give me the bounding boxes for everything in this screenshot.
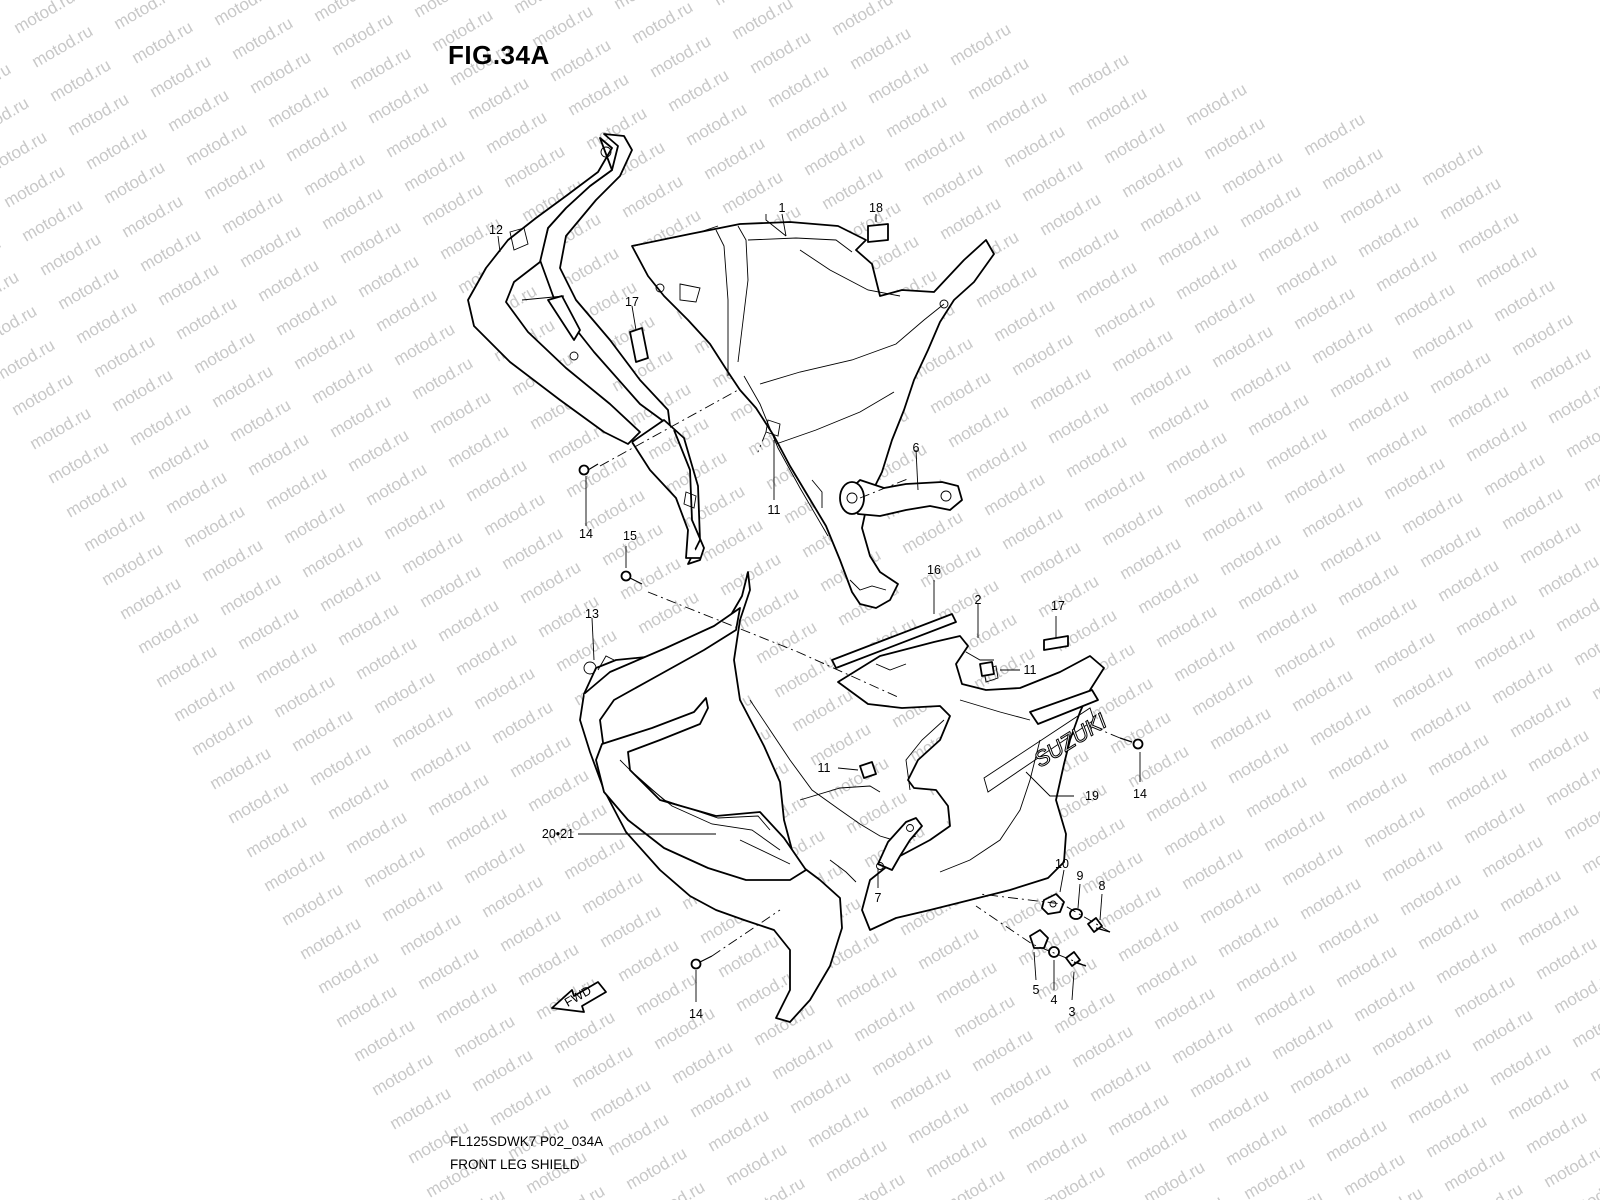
callout-12: 12 xyxy=(489,223,503,237)
assembly-lines xyxy=(599,389,1121,967)
callout-4: 4 xyxy=(1051,993,1058,1007)
callout-17-right: 17 xyxy=(1051,599,1065,613)
callout-13: 13 xyxy=(585,607,599,621)
part-9-washer xyxy=(1069,908,1083,920)
callout-14-bottom: 14 xyxy=(689,1007,703,1021)
part-14-screw-bottom xyxy=(690,955,713,970)
part-4-washer xyxy=(1048,946,1060,958)
callout-2: 2 xyxy=(975,593,982,607)
callout-7: 7 xyxy=(875,891,882,905)
figure-title: FIG.34A xyxy=(448,40,550,70)
callout-15: 15 xyxy=(623,529,637,543)
part-3-screw xyxy=(1065,951,1087,967)
part-11-clip-right xyxy=(979,661,995,677)
callout-11-upper: 11 xyxy=(768,503,781,517)
callout-3: 3 xyxy=(1069,1005,1076,1019)
callout-16: 16 xyxy=(927,563,941,577)
part-13-lower-leg-shield xyxy=(579,571,917,1023)
callout-14-right: 14 xyxy=(1133,787,1147,801)
part-6-bracket xyxy=(839,479,963,517)
part-7-stay xyxy=(876,817,923,871)
callout-11-right: 11 xyxy=(1024,663,1037,677)
callout-9: 9 xyxy=(1077,869,1084,883)
part-16-strip xyxy=(831,613,957,669)
part-11-clip-center xyxy=(859,761,877,779)
callout-11-center: 11 xyxy=(818,761,831,775)
callout-labels: 1 18 12 17 6 11 14 15 16 2 17 11 13 14 1… xyxy=(489,201,1147,1021)
part-15-screw xyxy=(620,570,643,585)
callout-17-upper: 17 xyxy=(625,295,639,309)
callout-1: 1 xyxy=(779,201,786,215)
part-17-cushion-right xyxy=(1043,635,1069,651)
fwd-arrow-icon: FWD xyxy=(551,981,607,1013)
part-10-nut xyxy=(1041,893,1065,915)
leader-lines xyxy=(497,213,1141,1002)
figure-code: FL125SDWK7 P02_034A xyxy=(450,1134,604,1149)
callout-8: 8 xyxy=(1099,879,1106,893)
callout-18: 18 xyxy=(869,201,883,215)
part-14-screw-right xyxy=(1119,737,1144,750)
part-12-inner-cover xyxy=(467,133,705,565)
callout-20-21: 20•21 xyxy=(542,827,574,841)
part-19-side-panel xyxy=(983,689,1099,793)
callout-14-upper: 14 xyxy=(579,527,593,541)
part-14-screw-upper xyxy=(578,463,599,476)
callout-19: 19 xyxy=(1085,789,1099,803)
callout-6: 6 xyxy=(913,441,920,455)
part-17-cushion-upper xyxy=(629,327,649,363)
callout-10: 10 xyxy=(1055,857,1069,871)
part-18-pad xyxy=(867,223,889,243)
part-5-nut xyxy=(1029,929,1049,949)
figure-name: FRONT LEG SHIELD xyxy=(450,1157,580,1172)
callout-5: 5 xyxy=(1033,983,1040,997)
